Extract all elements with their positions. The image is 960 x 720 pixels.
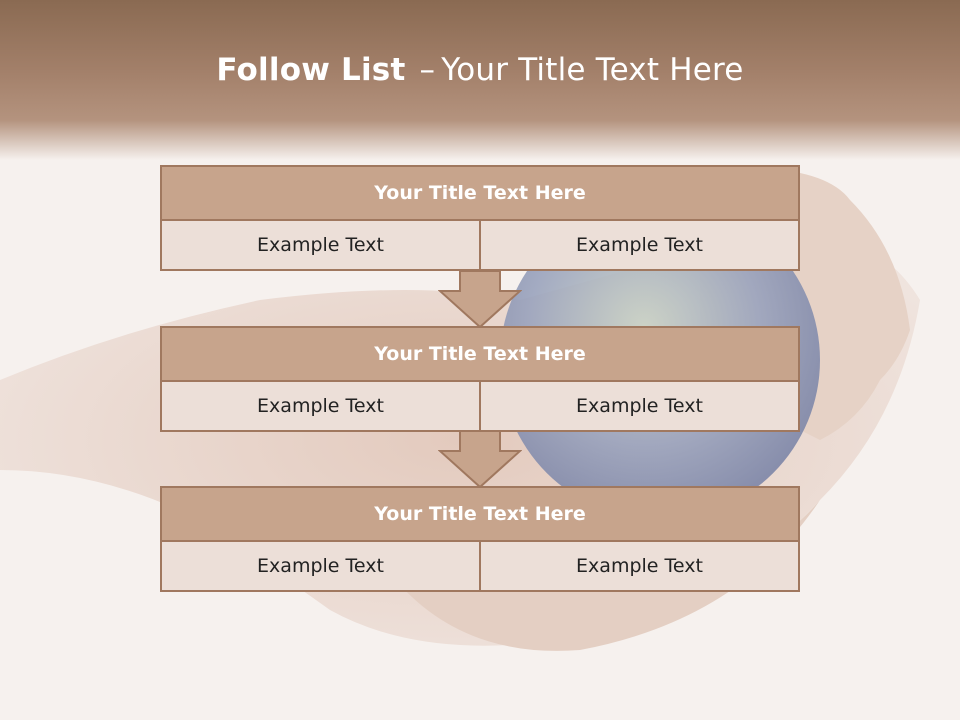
title-bold-part: Follow List [216,52,406,88]
block-cell-left: Example Text [160,542,481,592]
slide-title: Follow List–Your Title Text Here [0,52,960,88]
block-cell-left: Example Text [160,382,481,432]
block-cell-right: Example Text [479,221,800,271]
block-cell-left: Example Text [160,221,481,271]
title-rest: Your Title Text Here [441,52,744,88]
list-block-3: Your Title Text Here Example Text Exampl… [160,486,800,592]
down-arrow-icon [438,271,522,329]
title-dash: – [419,52,436,88]
block-row: Example Text Example Text [160,382,800,432]
header-band [0,0,960,160]
block-heading: Your Title Text Here [160,326,800,382]
block-heading: Your Title Text Here [160,486,800,542]
block-cell-right: Example Text [479,542,800,592]
list-block-2: Your Title Text Here Example Text Exampl… [160,326,800,432]
block-cell-right: Example Text [479,382,800,432]
list-block-1: Your Title Text Here Example Text Exampl… [160,165,800,271]
block-row: Example Text Example Text [160,542,800,592]
block-heading: Your Title Text Here [160,165,800,221]
down-arrow-icon [438,431,522,489]
block-row: Example Text Example Text [160,221,800,271]
